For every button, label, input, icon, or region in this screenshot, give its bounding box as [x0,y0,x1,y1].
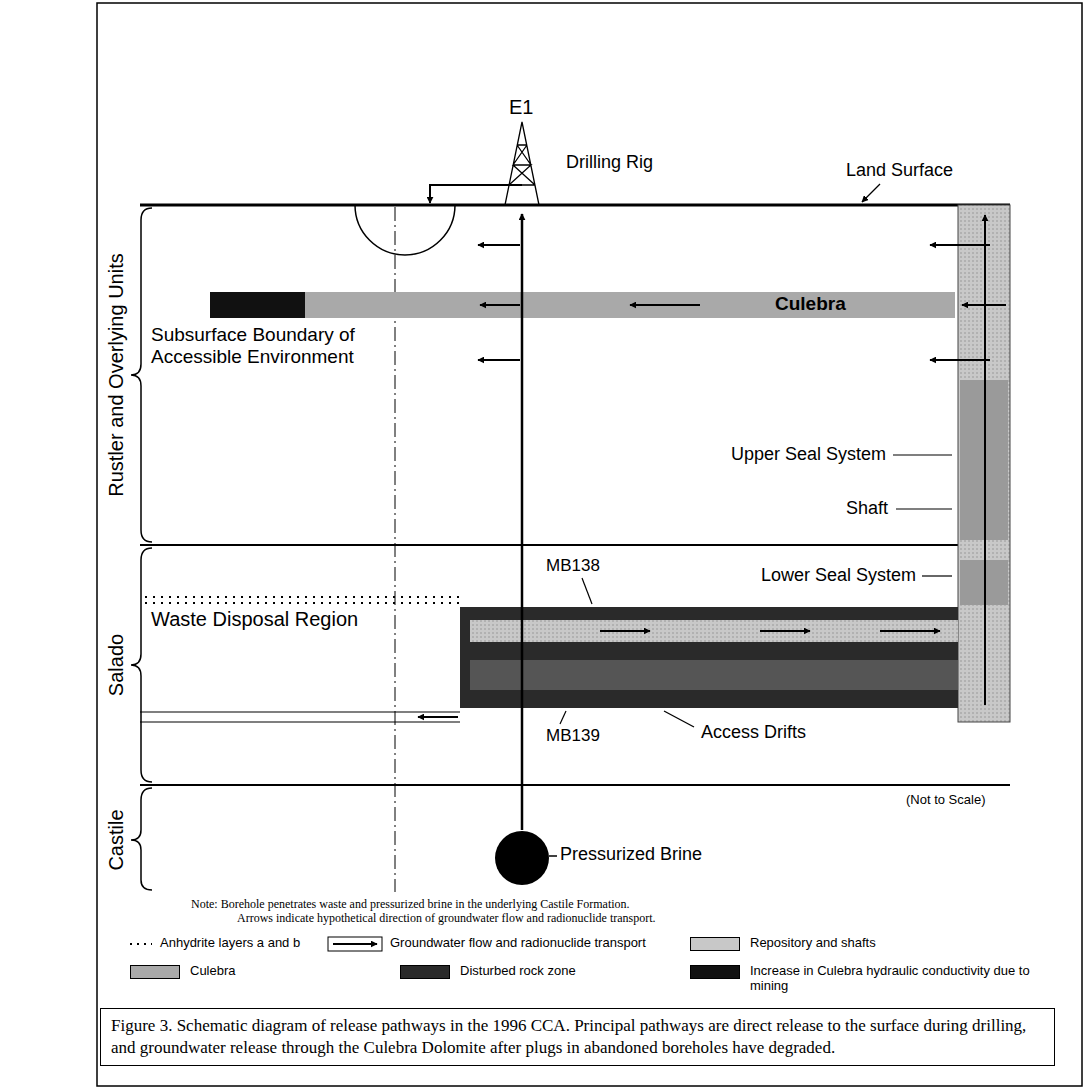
unit-brace [131,548,152,782]
legend-text: Anhydrite layers a and b [160,936,300,951]
anhydrite-layer [145,602,460,604]
flow-arrow [418,716,458,718]
legend-dots [130,943,152,945]
formation-name: Rustler and Overlying Units [105,252,128,497]
flow-arrow [478,359,520,361]
diagram-label: Note: Borehole penetrates waste and pres… [190,898,631,912]
legend-swatch [400,965,450,979]
legend-swatch [690,937,740,951]
leader-line [549,855,557,857]
mud-pit [355,205,455,255]
legend-swatch [690,965,740,979]
legend-arrow [333,943,377,945]
flow-arrow [930,244,990,246]
legend-text: Repository and shafts [750,936,876,951]
culebra-band: Culebra [305,292,955,318]
diagram-label: Waste Disposal Region [150,608,359,631]
node-label: Pressurized Brine [560,844,702,866]
diagram-label: Land Surface [845,160,954,181]
flow-arrow [880,630,940,632]
leader-line [893,454,952,455]
diagram-label: Subsurface Boundary of Accessible Enviro… [150,324,388,368]
formation-name: Castile [105,808,128,871]
unit-brace [131,788,152,890]
land-surface-line [140,204,1010,207]
flow-arrow [962,304,1006,306]
legend-text: Increase in Culebra hydraulic conductivi… [750,964,1050,994]
disturbed-rock-zone [460,607,958,708]
band-arrows [305,292,955,318]
leader-line [922,575,952,576]
legend-arrow-box [328,937,382,951]
diagram-label: E1 [508,96,534,119]
formation-boundary [140,544,1010,546]
anhydrite-layer [145,596,460,598]
diagram-label: Upper Seal System [730,444,887,465]
flow-arrow [930,359,990,361]
leader-line [862,184,880,202]
repository [470,620,958,642]
borehole [521,214,524,830]
conductivity-zone [210,292,305,318]
diagram-label: Access Drifts [700,722,807,743]
figure-caption: Figure 3. Schematic diagram of release p… [100,1008,1055,1066]
leader-line [896,508,952,509]
formation-boundary [140,784,1010,786]
flow-arrow [984,215,986,705]
borehole [521,292,524,318]
diagram-label: Lower Seal System [760,565,917,586]
formation-name: Salado [105,633,128,697]
legend-text: Groundwater flow and radionuclide transp… [390,936,646,951]
unit-brace [131,208,152,542]
leader-line [664,711,694,727]
flow-arrow [600,630,650,632]
diagram-label: (Not to Scale) [905,793,986,808]
leader-line [560,711,566,724]
diagram-label: MB139 [545,726,601,746]
marker-bed-line [140,711,460,712]
shaft [958,205,1010,722]
diagram-label: MB138 [545,556,601,576]
brine-circle [494,830,550,886]
brine-pocket: Pressurized Brine [494,830,550,886]
diagram-label: Shaft [845,498,889,519]
legend-text: Culebra [190,964,236,979]
legend-text: Disturbed rock zone [460,964,576,979]
brine-circle [495,831,549,885]
diagram-label: Arrows indicate hypothetical direction o… [236,912,657,926]
drilling-rig [505,122,539,205]
flow-arrow [478,244,520,246]
flow-arrow [630,304,700,306]
marker-bed-line [140,721,460,722]
diagram-label: Drilling Rig [565,152,654,173]
repository [470,660,958,690]
flow-arrow [480,304,520,306]
flow-arrow [760,630,810,632]
leader-line [582,578,592,604]
legend-swatch [130,965,180,979]
figure-frame [97,3,1082,1086]
node-label: Culebra [775,293,846,316]
